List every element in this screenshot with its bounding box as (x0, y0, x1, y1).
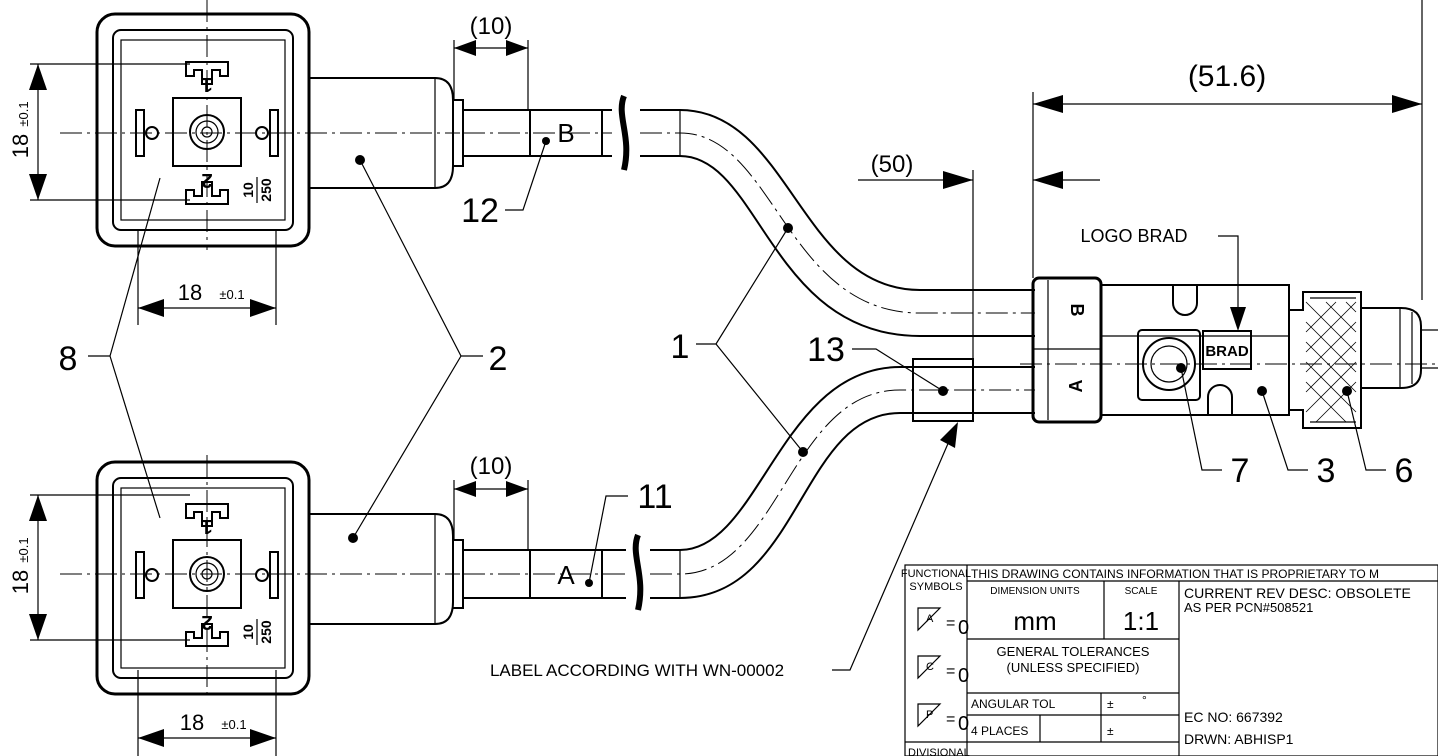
ground-slot-left (135, 109, 159, 157)
bottom-width-tol: ±0.1 (221, 717, 246, 732)
pin-1-number: 1 (201, 73, 212, 95)
split-length: (50) (871, 151, 914, 178)
top-label-length: (10) (470, 13, 513, 40)
bottom-width-value: 18 (180, 710, 204, 735)
proprietary-notice: THIS DRAWING CONTAINS INFORMATION THAT I… (971, 567, 1379, 581)
top-height-tol: ±0.1 (16, 101, 31, 126)
svg-text:=: = (946, 711, 955, 728)
splitter-logo: BRAD (1205, 343, 1248, 360)
bottom-label-length: (10) (470, 453, 513, 480)
angular-degree: ° (1142, 693, 1147, 707)
callout-1: 1 (671, 328, 690, 366)
drawn-by: DRWN: ABHISP1 (1184, 731, 1294, 747)
svg-text:A: A (926, 613, 934, 625)
tolerances-title: GENERAL TOLERANCES (997, 644, 1150, 659)
m12-length: (51.6) (1188, 60, 1266, 93)
functional-symbols-line2: SYMBOLS (909, 581, 962, 593)
svg-text:0: 0 (958, 713, 969, 735)
splitter-mark-a: A (1066, 380, 1086, 393)
svg-text:0: 0 (958, 617, 969, 639)
top-valve-connector: 1 2 10 250 (60, 0, 464, 250)
top-height-value: 18 (8, 134, 33, 158)
pin-2-number: 2 (201, 169, 212, 191)
scale-value: 1:1 (1123, 606, 1159, 636)
callout-3: 3 (1317, 452, 1336, 490)
splitter-mark-b: B (1067, 304, 1087, 317)
angular-pm: ± (1107, 697, 1114, 711)
callout-6: 6 (1395, 452, 1414, 490)
logo-note: LOGO BRAD (1080, 226, 1187, 246)
callout-11: 11 (637, 478, 672, 516)
splitter-body: BRAD B A (1020, 276, 1438, 429)
callouts: 12 11 8 2 1 13 7 3 6 LOGO BRAD LABEL ACC… (59, 140, 1414, 680)
callout-7: 7 (1231, 452, 1250, 490)
angular-tol: ANGULAR TOL (971, 697, 1056, 711)
symbol-a: A = 0 (917, 607, 969, 639)
dimension-units: mm (1013, 606, 1056, 636)
four-places: 4 PLACES (971, 724, 1028, 738)
ec-number: EC NO: 667392 (1184, 709, 1283, 725)
top-width-tol: ±0.1 (219, 287, 244, 302)
four-places-pm: ± (1107, 724, 1114, 738)
divisional: DIVISIONAL (908, 747, 970, 756)
ground-slot-right-bottom (255, 551, 279, 599)
m12-knurled-nut (1288, 291, 1438, 429)
bottom-height-tol: ±0.1 (16, 537, 31, 562)
svg-text:C: C (926, 661, 934, 673)
dimensions: 18 ±0.1 18 ±0.1 18 ±0.1 18 ±0.1 (8, 0, 1423, 756)
tolerances-subtitle: (UNLESS SPECIFIED) (1007, 660, 1140, 675)
rating-bottom-bottom: 250 (258, 620, 274, 644)
title-block: FUNCTIONAL SYMBOLS A = 0 C = 0 P = 0 THI… (901, 564, 1438, 756)
cable-assembly: B A (463, 94, 1035, 611)
top-width-value: 18 (178, 280, 202, 305)
svg-text:=: = (946, 615, 955, 632)
svg-text:P: P (926, 709, 933, 721)
ground-slot-right (255, 109, 279, 157)
cable-label-a: A (557, 560, 575, 590)
symbol-p: P = 0 (917, 703, 969, 735)
pin-2-slot-bottom (185, 623, 229, 647)
symbol-c: C = 0 (917, 655, 969, 687)
rating-bottom: 250 (258, 178, 274, 202)
callout-12: 12 (461, 192, 499, 230)
rating-top-bottom: 10 (240, 624, 256, 640)
pin-1-number-bottom: 1 (201, 515, 212, 537)
cable-label-b: B (557, 118, 574, 148)
callout-13: 13 (807, 331, 845, 369)
rating-top: 10 (240, 182, 256, 198)
scale-header: SCALE (1125, 586, 1158, 597)
pin-2-slot (185, 181, 229, 205)
bottom-valve-connector: 1 2 10 250 (60, 455, 464, 700)
functional-symbols-line1: FUNCTIONAL (901, 568, 971, 580)
rev-desc-line1: CURRENT REV DESC: OBSOLETE (1184, 585, 1411, 601)
pin-1-slot (185, 61, 229, 85)
dimension-units-header: DIMENSION UNITS (990, 586, 1080, 597)
callout-8: 8 (59, 340, 78, 378)
label-note: LABEL ACCORDING WITH WN-00002 (490, 661, 784, 680)
svg-text:=: = (946, 663, 955, 680)
callout-2: 2 (489, 340, 508, 378)
bottom-height-value: 18 (8, 570, 33, 594)
ground-slot-left-bottom (135, 551, 159, 599)
pin-2-number-bottom: 2 (201, 611, 212, 633)
svg-text:0: 0 (958, 665, 969, 687)
pin-1-slot-bottom (185, 503, 229, 527)
rev-desc-line2: AS PER PCN#508521 (1184, 600, 1313, 615)
